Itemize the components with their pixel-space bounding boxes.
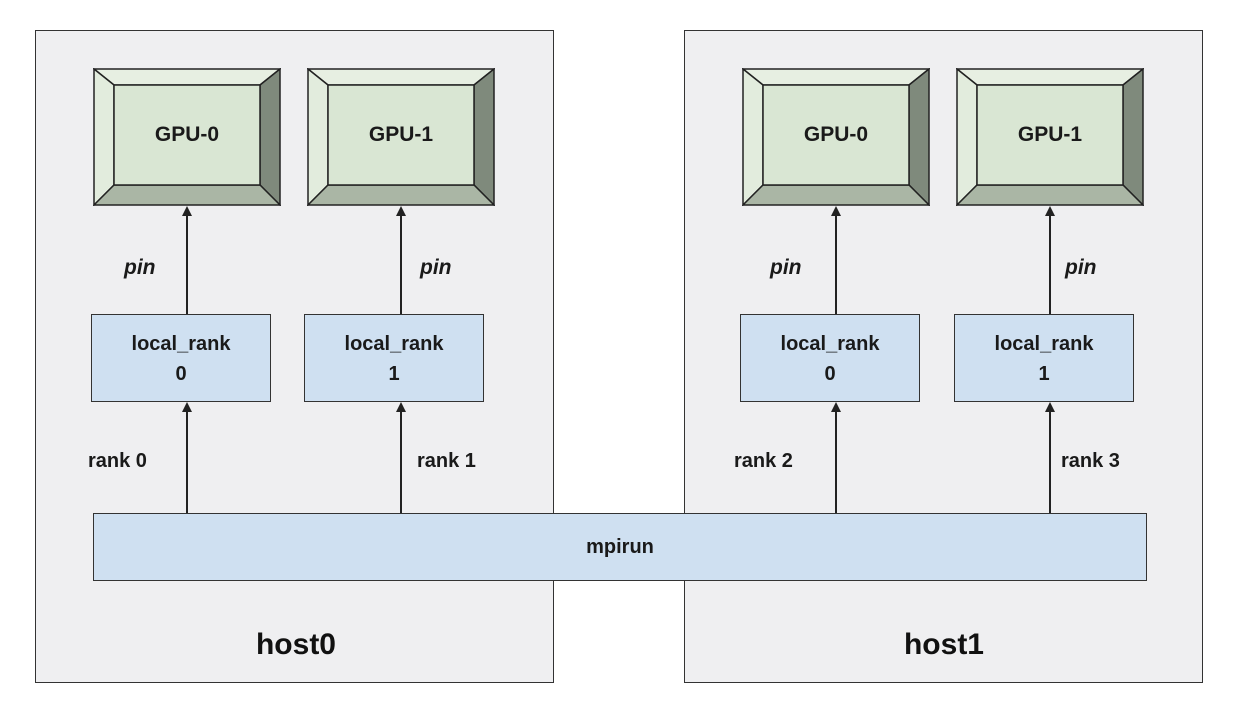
pin-label: pin: [1065, 256, 1097, 279]
pin-arrow-line: [835, 214, 837, 314]
host0-gpu-0: GPU-0: [93, 68, 281, 206]
pin-label: pin: [770, 256, 802, 279]
pin-label: pin: [420, 256, 452, 279]
rank-arrow-line: [835, 410, 837, 514]
host0-label: host0: [255, 628, 336, 661]
gpu-label: GPU-1: [368, 123, 434, 146]
gpu-label: GPU-1: [1017, 123, 1083, 146]
host1-gpu-0: GPU-0: [742, 68, 930, 206]
host0-gpu-1: GPU-1: [307, 68, 495, 206]
rank-arrow-line: [1049, 410, 1051, 514]
arrow-up-icon: [182, 206, 192, 216]
gpu-label: GPU-0: [154, 123, 220, 146]
pin-arrow-line: [186, 214, 188, 314]
host1-local-rank-1: local_rank 1: [954, 314, 1134, 402]
host0-local-rank-1: local_rank 1: [304, 314, 484, 402]
rank-label: rank 1: [417, 450, 476, 472]
local-rank-value: 1: [388, 363, 400, 385]
local-rank-value: 0: [175, 363, 187, 385]
host1-label: host1: [903, 628, 984, 661]
local-rank-title: local_rank: [131, 333, 231, 355]
gpu-bevel-icon: [742, 68, 930, 206]
rank-label: rank 2: [734, 450, 793, 472]
pin-arrow-line: [400, 214, 402, 314]
local-rank-title: local_rank: [344, 333, 444, 355]
arrow-up-icon: [1045, 402, 1055, 412]
rank-label: rank 3: [1061, 450, 1120, 472]
arrow-up-icon: [831, 402, 841, 412]
arrow-up-icon: [182, 402, 192, 412]
local-rank-value: 0: [824, 363, 836, 385]
arrow-up-icon: [396, 206, 406, 216]
host1-local-rank-0: local_rank 0: [740, 314, 920, 402]
host0-local-rank-0: local_rank 0: [91, 314, 271, 402]
pin-label: pin: [124, 256, 156, 279]
host1-gpu-1: GPU-1: [956, 68, 1144, 206]
arrow-up-icon: [396, 402, 406, 412]
rank-arrow-line: [186, 410, 188, 514]
rank-arrow-line: [400, 410, 402, 514]
mpirun-bar: mpirun: [93, 513, 1147, 581]
pin-arrow-line: [1049, 214, 1051, 314]
gpu-label: GPU-0: [803, 123, 869, 146]
gpu-bevel-icon: [307, 68, 495, 206]
arrow-up-icon: [831, 206, 841, 216]
rank-label: rank 0: [88, 450, 147, 472]
arrow-up-icon: [1045, 206, 1055, 216]
gpu-bevel-icon: [93, 68, 281, 206]
local-rank-title: local_rank: [994, 333, 1094, 355]
gpu-bevel-icon: [956, 68, 1144, 206]
local-rank-value: 1: [1038, 363, 1050, 385]
local-rank-title: local_rank: [780, 333, 880, 355]
